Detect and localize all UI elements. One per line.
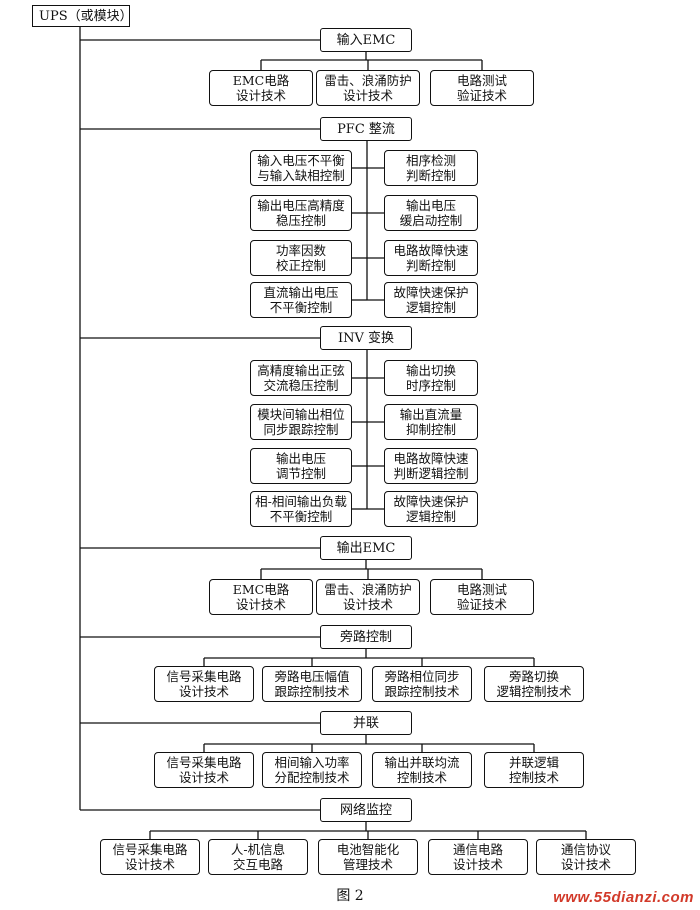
root-box: UPS（或模块） [32,5,133,27]
pfc-left-2: 输出电压高精度 稳压控制 [250,195,352,231]
inv-left-4: 相-相间输出负载 不平衡控制 [250,491,352,527]
output-emc-item-1: EMC电路 设计技术 [209,579,313,615]
pfc-left-1: 输入电压不平衡 与输入缺相控制 [250,150,352,186]
pfc-right-1: 相序检测 判断控制 [384,150,478,186]
monitor-item-4: 通信电路 设计技术 [428,839,528,875]
inv-left-2: 模块间输出相位 同步跟踪控制 [250,404,352,440]
input-emc-item-3: 电路测试 验证技术 [430,70,534,106]
section-output-emc: 输出EMC [320,536,412,560]
input-emc-item-1: EMC电路 设计技术 [209,70,313,106]
section-inv: INV 变换 [320,326,412,350]
output-emc-item-2: 雷击、浪涌防护 设计技术 [316,579,420,615]
pfc-right-2: 输出电压 缓启动控制 [384,195,478,231]
bypass-item-2: 旁路电压幅值 跟踪控制技术 [262,666,362,702]
bypass-item-3: 旁路相位同步 跟踪控制技术 [372,666,472,702]
inv-right-2: 输出直流量 抑制控制 [384,404,478,440]
monitor-item-5: 通信协议 设计技术 [536,839,636,875]
monitor-item-3: 电池智能化 管理技术 [318,839,418,875]
inv-left-3: 输出电压 调节控制 [250,448,352,484]
section-pfc: PFC 整流 [320,117,412,141]
parallel-item-4: 并联逻辑 控制技术 [484,752,584,788]
inv-right-1: 输出切换 时序控制 [384,360,478,396]
output-emc-item-3: 电路测试 验证技术 [430,579,534,615]
parallel-item-3: 输出并联均流 控制技术 [372,752,472,788]
parallel-item-2: 相间输入功率 分配控制技术 [262,752,362,788]
section-input-emc: 输入EMC [320,28,412,52]
pfc-right-4: 故障快速保护 逻辑控制 [384,282,478,318]
input-emc-item-2: 雷击、浪涌防护 设计技术 [316,70,420,106]
figure-caption: 图 2 [336,888,364,904]
inv-right-3: 电路故障快速 判断逻辑控制 [384,448,478,484]
inv-right-4: 故障快速保护 逻辑控制 [384,491,478,527]
section-monitor: 网络监控 [320,798,412,822]
bypass-item-1: 信号采集电路 设计技术 [154,666,254,702]
section-parallel: 并联 [320,711,412,735]
bypass-item-4: 旁路切换 逻辑控制技术 [484,666,584,702]
watermark: www.55dianzi.com [553,889,694,906]
monitor-item-1: 信号采集电路 设计技术 [100,839,200,875]
pfc-left-4: 直流输出电压 不平衡控制 [250,282,352,318]
section-bypass: 旁路控制 [320,625,412,649]
inv-left-1: 高精度输出正弦 交流稳压控制 [250,360,352,396]
parallel-item-1: 信号采集电路 设计技术 [154,752,254,788]
pfc-left-3: 功率因数 校正控制 [250,240,352,276]
monitor-item-2: 人-机信息 交互电路 [208,839,308,875]
pfc-right-3: 电路故障快速 判断控制 [384,240,478,276]
